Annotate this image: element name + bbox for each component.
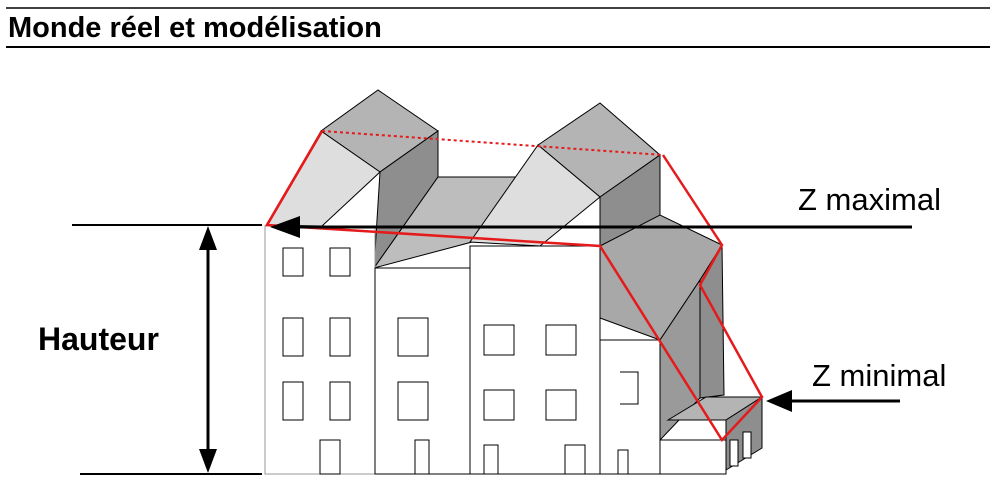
window — [282, 381, 304, 421]
door — [414, 439, 430, 475]
height-arrow-bottom-head — [199, 449, 217, 473]
door — [742, 431, 752, 459]
window — [397, 317, 429, 357]
buildings — [264, 89, 764, 475]
window — [397, 381, 429, 421]
window — [329, 317, 351, 357]
window — [545, 389, 577, 421]
page-title: Monde réel et modélisation — [8, 12, 382, 44]
building-1-facade — [264, 225, 376, 475]
building-3-windows — [483, 324, 586, 475]
door — [483, 444, 499, 475]
window — [329, 381, 351, 421]
building-2-windows — [397, 317, 430, 475]
door — [564, 444, 586, 475]
height-label: Hauteur — [38, 321, 159, 357]
building-5-facade — [659, 439, 727, 475]
z-min-arrow-head — [766, 390, 792, 412]
door — [617, 449, 629, 475]
window — [545, 324, 577, 356]
building-1-windows — [282, 247, 351, 475]
z-min-label: Z minimal — [812, 358, 946, 393]
building-4-windows — [617, 371, 639, 475]
window — [483, 324, 515, 356]
z-max-label: Z maximal — [798, 182, 941, 217]
building-3-facade — [469, 245, 601, 475]
window — [483, 389, 515, 421]
window — [620, 371, 639, 405]
window — [282, 317, 304, 357]
height-arrow-top-head — [199, 226, 217, 250]
measurements — [72, 216, 912, 475]
door — [729, 439, 739, 467]
window — [329, 247, 351, 277]
building-4-facade — [599, 339, 661, 475]
outline-hidden-edge — [321, 130, 664, 156]
z-max-arrow-head — [270, 216, 300, 238]
door — [319, 439, 341, 475]
window — [282, 247, 304, 277]
